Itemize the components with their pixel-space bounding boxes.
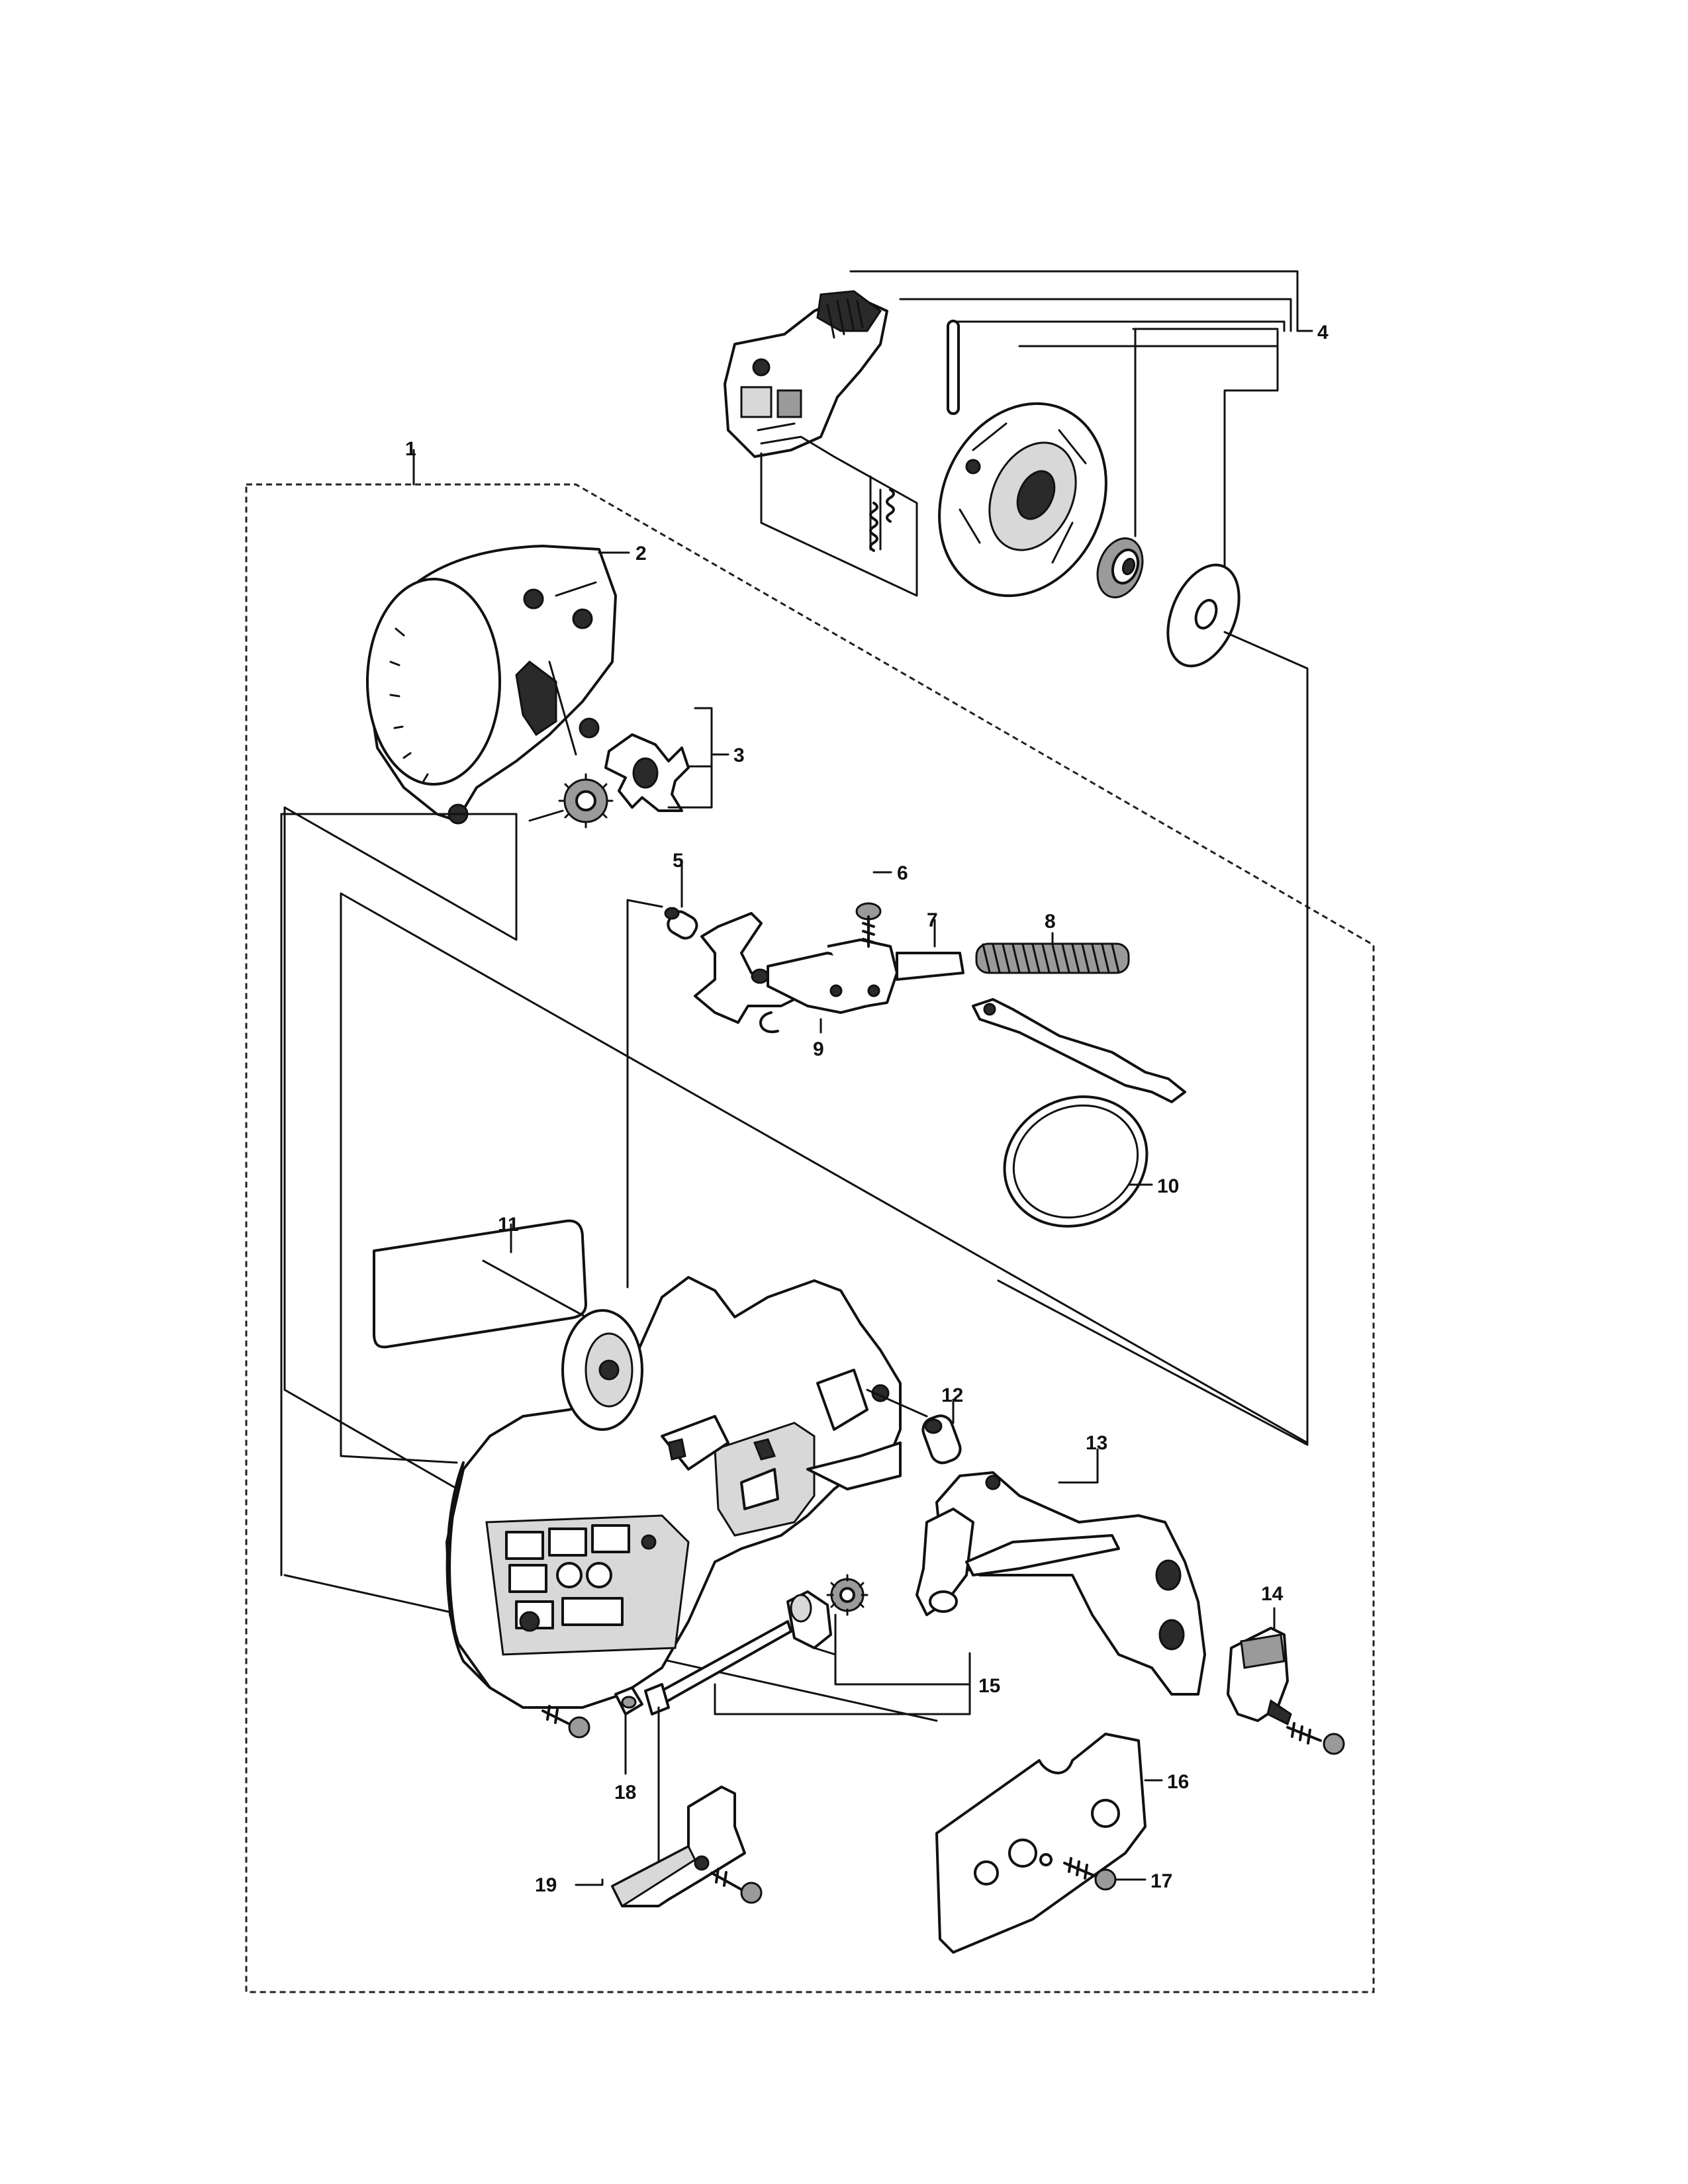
- label-part-11: [373, 1219, 587, 1349]
- brake-band-part-10: [972, 998, 1186, 1228]
- frame-line-left-inner: [340, 892, 1309, 1464]
- callout-4: 4: [1317, 322, 1329, 343]
- callout-3: 3: [733, 745, 745, 766]
- callout-16: 16: [1167, 1771, 1189, 1793]
- callout-labels: 1 2 3 4 5 6 7 8 9 10 11 12 13 14 15 16 1…: [405, 322, 1329, 1896]
- block-part-18: [614, 1686, 643, 1715]
- shaft-line-12: [866, 1388, 928, 1418]
- shaft-part-15: [644, 1620, 792, 1715]
- cover-plate-part-16: [935, 1733, 1147, 1954]
- callout-1: 1: [405, 438, 416, 460]
- main-housing: [445, 1276, 902, 1709]
- starter-pulley-part-4: [938, 402, 1107, 598]
- callout-11: 11: [498, 1214, 519, 1236]
- frame-line-left-outer: [280, 806, 643, 1596]
- brake-lever-part-7: [694, 912, 964, 1024]
- bumper-part-14: [1227, 1627, 1292, 1726]
- spring-part-8: [975, 942, 1130, 974]
- screw-part-14: [1286, 1722, 1345, 1755]
- screw-part-6: [855, 902, 882, 948]
- callout-12: 12: [941, 1385, 963, 1406]
- nut-part-15: [786, 1590, 832, 1649]
- screw-part-19: [710, 1868, 763, 1904]
- bushing-part-5: [664, 907, 698, 940]
- callout-2: 2: [635, 543, 647, 565]
- starter-spring-detail: [760, 452, 918, 597]
- bushing-part-12: [921, 1414, 962, 1465]
- callout-leaders: [412, 449, 1276, 1886]
- knob-part-3: [604, 733, 690, 812]
- callout-15: 15: [978, 1675, 1000, 1697]
- gear-part-3: [558, 773, 614, 829]
- washer-part-4: [1166, 563, 1241, 668]
- callout-6: 6: [897, 862, 908, 884]
- starter-pin: [947, 320, 960, 415]
- callout-5: 5: [673, 850, 684, 872]
- callout-8: 8: [1045, 911, 1056, 933]
- assembly-boundary-1: [245, 483, 1375, 1993]
- screw-housing-left: [541, 1705, 590, 1739]
- starter-housing-part-4: [724, 290, 888, 458]
- sprocket-part-15: [826, 1574, 868, 1616]
- clip-part-9: [759, 1011, 779, 1034]
- callout-7: 7: [927, 909, 938, 931]
- clutch-cover-part-2: [366, 545, 617, 825]
- callout-17: 17: [1150, 1870, 1172, 1892]
- bracket-part-19: [610, 1786, 746, 1908]
- guard-part-13: [915, 1471, 1206, 1696]
- callout-4-bracket: [849, 270, 1313, 577]
- pawl-gear-part-4: [1096, 537, 1144, 599]
- guide-line-4: [997, 631, 1309, 1446]
- callout-10: 10: [1157, 1175, 1179, 1197]
- callout-18: 18: [614, 1782, 636, 1803]
- callout-15-bracket: [714, 1614, 971, 1715]
- callout-14: 14: [1261, 1583, 1284, 1605]
- gear-axis-line: [528, 809, 564, 822]
- callout-3-bracket: [667, 707, 729, 809]
- callout-9: 9: [813, 1038, 824, 1060]
- linkage-axis-line: [626, 899, 663, 908]
- callout-19: 19: [535, 1874, 557, 1896]
- callout-13: 13: [1086, 1432, 1107, 1454]
